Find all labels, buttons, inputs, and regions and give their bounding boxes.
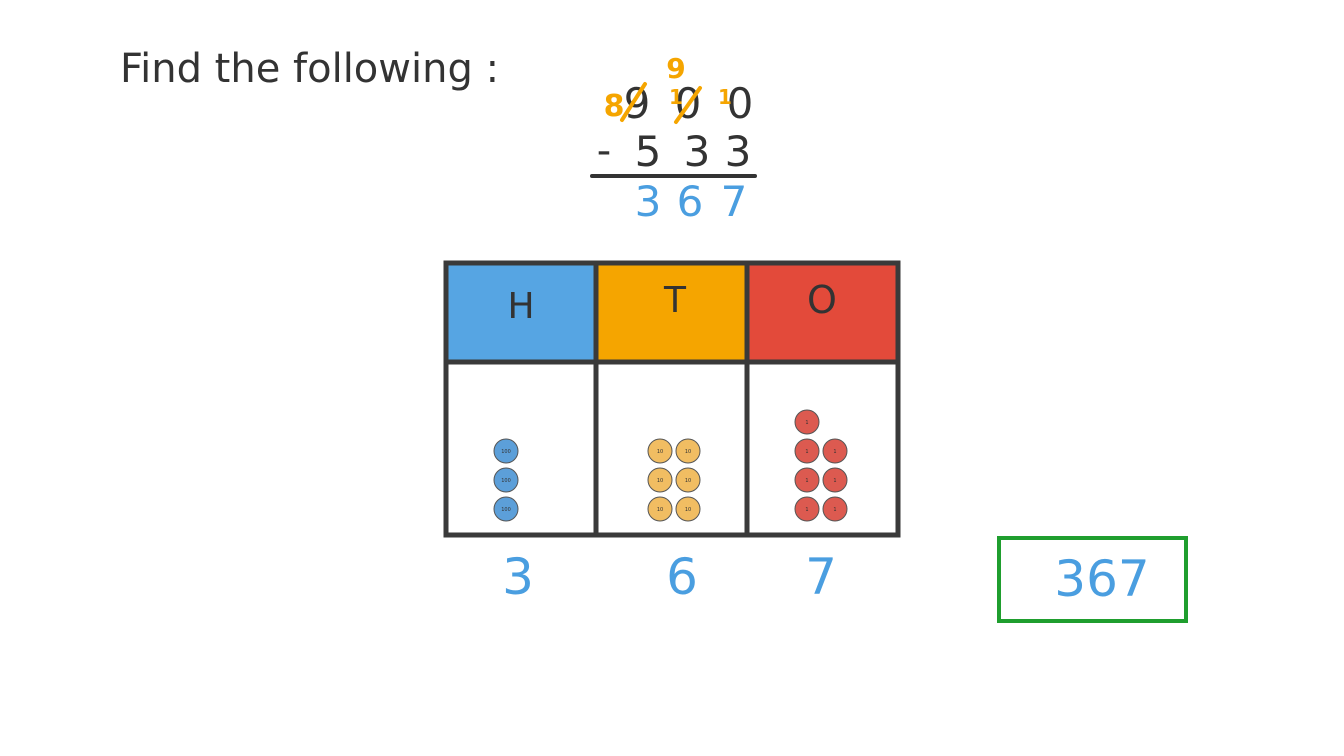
- top-digit-hundreds: 9: [624, 79, 651, 128]
- counter-ones: [794, 438, 820, 464]
- bottom-digit-tens: 3: [684, 127, 711, 176]
- digit-ones: 7: [805, 548, 837, 606]
- answer-box: 367: [997, 536, 1188, 623]
- counter-label-ones: 1: [805, 507, 808, 513]
- bottom-digit-hundreds: 5: [635, 127, 662, 176]
- counter-label-ones: 1: [805, 420, 808, 426]
- counters-tens: 10 10 10 10 10 10: [647, 438, 701, 522]
- borrow-tens-new: 9: [666, 52, 685, 85]
- counter-label-hundreds: 100: [501, 478, 511, 484]
- question-title: Find the following :: [120, 46, 499, 92]
- counter-label-hundreds: 100: [501, 507, 511, 513]
- digit-tens: 6: [666, 548, 698, 606]
- header-hundreds: H: [507, 286, 534, 327]
- chart-border: [443, 260, 901, 538]
- counter-tens: [647, 438, 673, 464]
- counter-hundreds: [493, 438, 519, 464]
- counter-tens: [647, 467, 673, 493]
- counter-label-ones: 1: [805, 449, 808, 455]
- borrow-hundreds-new: 8: [604, 89, 625, 124]
- borrow-tens-carry: 1: [669, 85, 683, 109]
- place-value-chart: H T O 100 100 100 10 10 10 10 10 10 1 1 1 1 1 1 1 3 6…: [443, 260, 901, 606]
- counter-tens: [675, 438, 701, 464]
- result-digit-hundreds: 3: [635, 177, 662, 226]
- tens-cross-out: [674, 86, 702, 124]
- counter-ones: [822, 438, 848, 464]
- counter-ones: [794, 409, 820, 435]
- counter-label-tens: 10: [657, 478, 663, 484]
- counter-label-tens: 10: [685, 478, 691, 484]
- counter-ones: [822, 496, 848, 522]
- minus-sign: -: [597, 128, 611, 174]
- header-cell-ones: [747, 263, 898, 362]
- counter-label-ones: 1: [805, 478, 808, 484]
- result-digit-ones: 7: [721, 177, 748, 226]
- borrow-ones-carry: 1: [718, 85, 732, 109]
- column-subtraction: 9 0 0 8 9 1 1 - 5 3 3 3 6 7: [590, 52, 757, 226]
- digit-hundreds: 3: [502, 548, 534, 606]
- counter-ones: [794, 467, 820, 493]
- counters-ones: 1 1 1 1 1 1 1: [794, 409, 848, 522]
- counter-label-ones: 1: [833, 507, 836, 513]
- counter-label-tens: 10: [657, 507, 663, 513]
- counter-label-tens: 10: [685, 449, 691, 455]
- result-digit-tens: 6: [677, 177, 704, 226]
- hundreds-cross-out: [620, 82, 647, 122]
- top-digit-ones: 0: [727, 79, 754, 128]
- counter-hundreds: [493, 467, 519, 493]
- counters-hundreds: 100 100 100: [493, 438, 519, 522]
- bottom-digit-ones: 3: [725, 127, 752, 176]
- counter-label-tens: 10: [657, 449, 663, 455]
- header-ones: O: [807, 278, 837, 322]
- counter-label-ones: 1: [833, 449, 836, 455]
- counter-label-ones: 1: [833, 478, 836, 484]
- counter-label-tens: 10: [685, 507, 691, 513]
- counter-hundreds: [493, 496, 519, 522]
- counter-ones: [794, 496, 820, 522]
- header-tens: T: [663, 280, 687, 321]
- answer-box-border: [997, 536, 1188, 623]
- counter-ones: [822, 467, 848, 493]
- header-cell-tens: [596, 263, 747, 362]
- counter-tens: [675, 496, 701, 522]
- counter-label-hundreds: 100: [501, 449, 511, 455]
- counter-tens: [647, 496, 673, 522]
- answer-value: 367: [1054, 550, 1149, 608]
- header-cell-hundreds: [446, 263, 596, 362]
- counter-tens: [675, 467, 701, 493]
